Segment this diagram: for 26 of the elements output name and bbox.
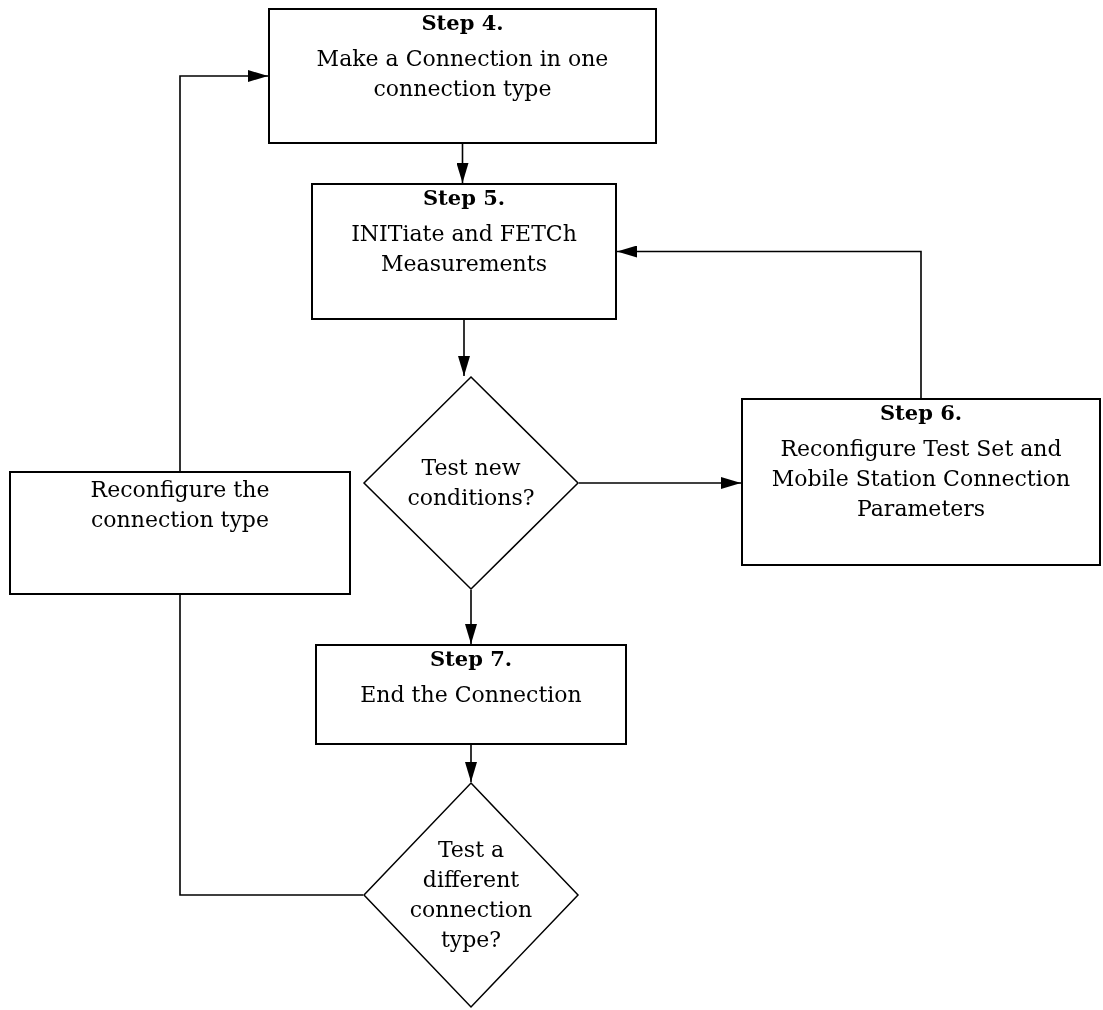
step-text: INITiate and FETCh Measurements [350,220,578,278]
step-heading: Step 4. [420,10,505,36]
decision-diamond [363,782,579,1008]
decision-diamond [363,376,579,590]
step-text: Reconfigure the connection type [89,476,271,534]
arrow [578,477,742,489]
arrow [616,245,922,399]
step-heading: Step 5. [421,185,507,211]
process-box [315,644,627,745]
step-text: Make a Connection in one connection type [315,45,610,103]
process-box [9,471,351,595]
process-box [311,183,617,320]
arrow [458,319,470,377]
arrow [179,70,269,472]
process-box [268,8,657,144]
arrow [465,744,477,783]
step-text: Test a different connection type? [408,836,534,954]
step-text: Test new conditions? [406,454,536,512]
connector-line [179,594,364,896]
step-text: Reconfigure Test Set and Mobile Station Connection Parameters [770,435,1072,523]
arrow [456,143,469,184]
step-text: End the Connection [359,681,583,709]
step-heading: Step 7. [428,646,514,672]
process-box [741,398,1101,566]
step-heading: Step 6. [878,400,964,426]
arrow [465,589,477,645]
